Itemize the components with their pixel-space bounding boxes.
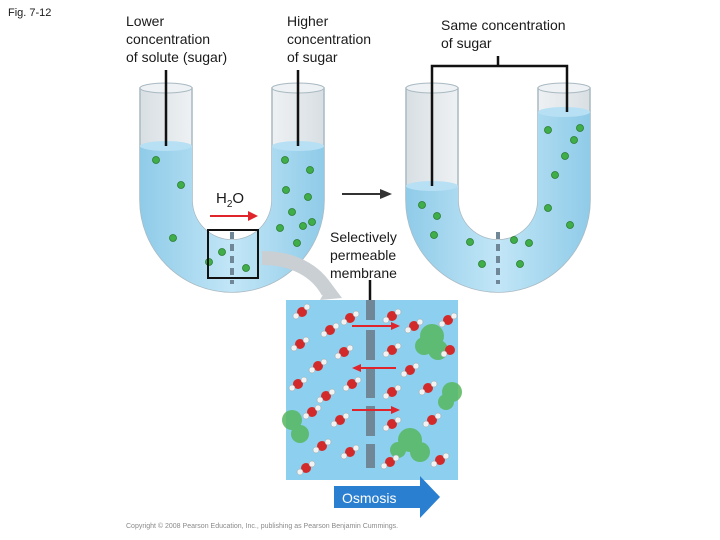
- solute-molecules: [418, 124, 584, 268]
- figure-label: Fig. 7-12: [8, 7, 52, 19]
- label-line: membrane: [330, 265, 397, 281]
- label-line: concentration: [287, 31, 372, 47]
- molecular-view: [282, 300, 462, 480]
- osmosis-arrow: [334, 476, 440, 518]
- label-line: Same concentration: [441, 17, 566, 33]
- label-line: permeable: [330, 247, 397, 263]
- osmosis-label: Osmosis: [342, 490, 397, 506]
- u-tube-after: [405, 56, 591, 293]
- label-higher-concentration: Higher concentration of sugar: [287, 12, 371, 66]
- label-line: Higher: [287, 13, 329, 29]
- label-lower-concentration: Lower concentration of solute (sugar): [126, 12, 227, 66]
- zoom-box: [207, 229, 259, 279]
- water-molecules: [288, 303, 458, 476]
- arrow-right-icon: [391, 406, 400, 414]
- water-sub: 2: [226, 199, 233, 210]
- arrow-right-icon: [391, 322, 400, 330]
- label-line: Lower: [126, 13, 165, 29]
- water-h: H: [216, 190, 227, 207]
- water-flow-arrows: [352, 322, 400, 414]
- label-line: of sugar: [441, 35, 492, 51]
- label-line: of solute (sugar): [126, 49, 228, 65]
- label-membrane: Selectively permeable membrane: [330, 228, 397, 282]
- water-o: O: [232, 190, 245, 207]
- membrane-wall: [366, 300, 375, 468]
- label-line: of sugar: [287, 49, 338, 65]
- water-after: [406, 112, 590, 292]
- copyright: Copyright © 2008 Pearson Education, Inc.…: [126, 523, 399, 530]
- label-line: Selectively: [330, 229, 397, 245]
- water-label: H2O: [216, 190, 244, 214]
- sugar-clusters: [282, 324, 462, 462]
- label-same-concentration: Same concentration of sugar: [441, 16, 566, 52]
- arrow-right-icon: [380, 189, 392, 199]
- arrow-right-icon: [248, 211, 258, 221]
- arrow-left-icon: [352, 364, 361, 372]
- label-line: concentration: [126, 31, 211, 47]
